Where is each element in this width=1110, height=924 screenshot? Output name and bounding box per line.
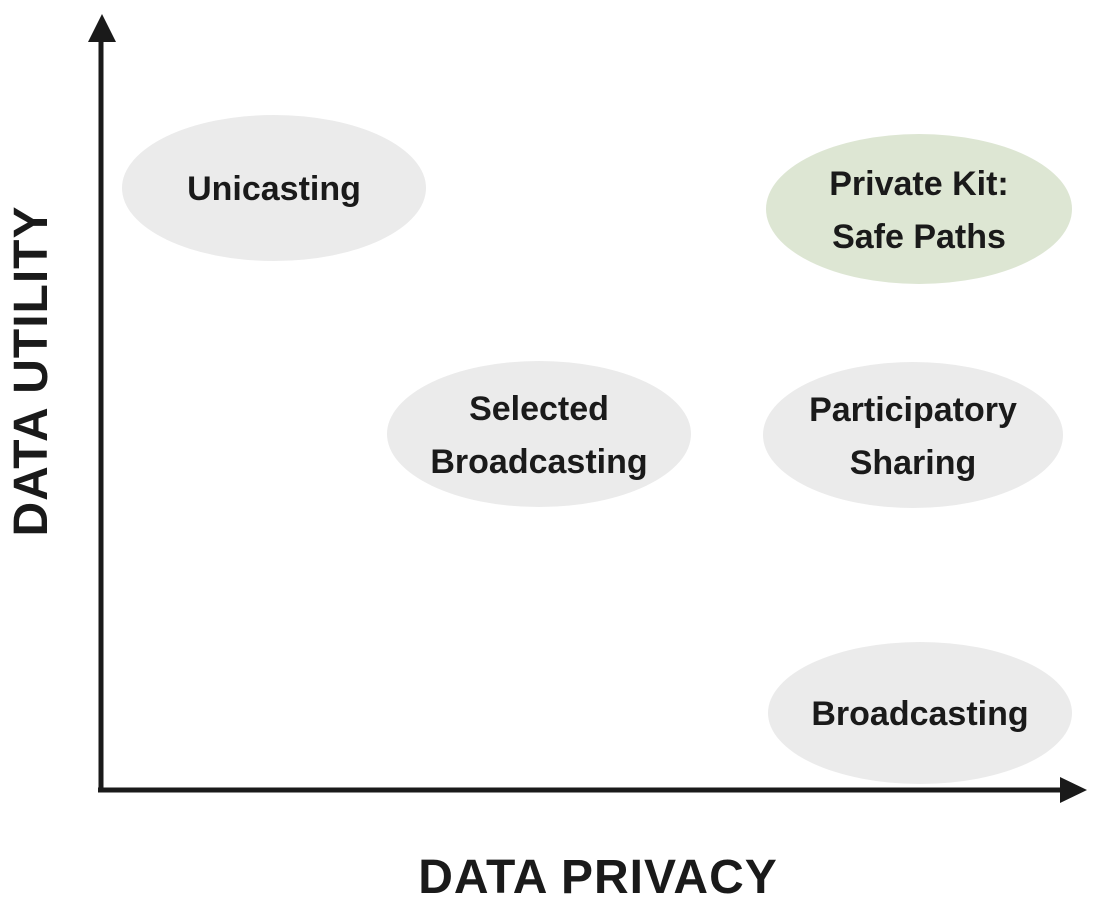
node-label: Selected bbox=[469, 390, 609, 428]
node-label: Participatory bbox=[809, 391, 1017, 429]
node-selected-broadcasting-ellipse bbox=[387, 361, 691, 507]
node-broadcasting-ellipse bbox=[768, 642, 1072, 784]
node-label: Broadcasting bbox=[430, 443, 647, 481]
node-unicasting: Unicasting bbox=[122, 115, 426, 261]
node-private-kit-safe-paths: Private Kit: Safe Paths bbox=[766, 134, 1072, 284]
node-label: Safe Paths bbox=[832, 218, 1006, 256]
x-axis-arrowhead-icon bbox=[1060, 777, 1087, 803]
node-label: Private Kit: bbox=[829, 165, 1009, 203]
x-axis: DATA PRIVACY bbox=[98, 777, 1087, 904]
node-label: Broadcasting bbox=[811, 695, 1028, 733]
y-axis-label: DATA UTILITY bbox=[5, 205, 58, 536]
y-axis-arrowhead-icon bbox=[88, 14, 116, 42]
node-participatory-sharing-ellipse bbox=[763, 362, 1063, 508]
node-unicasting-ellipse bbox=[122, 115, 426, 261]
node-private-kit-ellipse bbox=[766, 134, 1072, 284]
node-label: Unicasting bbox=[187, 170, 361, 208]
x-axis-label: DATA PRIVACY bbox=[418, 851, 778, 904]
node-participatory-sharing: Participatory Sharing bbox=[763, 362, 1063, 508]
y-axis: DATA UTILITY bbox=[5, 14, 116, 792]
node-label: Sharing bbox=[850, 444, 977, 482]
node-broadcasting: Broadcasting bbox=[768, 642, 1072, 784]
node-selected-broadcasting: Selected Broadcasting bbox=[387, 361, 691, 507]
